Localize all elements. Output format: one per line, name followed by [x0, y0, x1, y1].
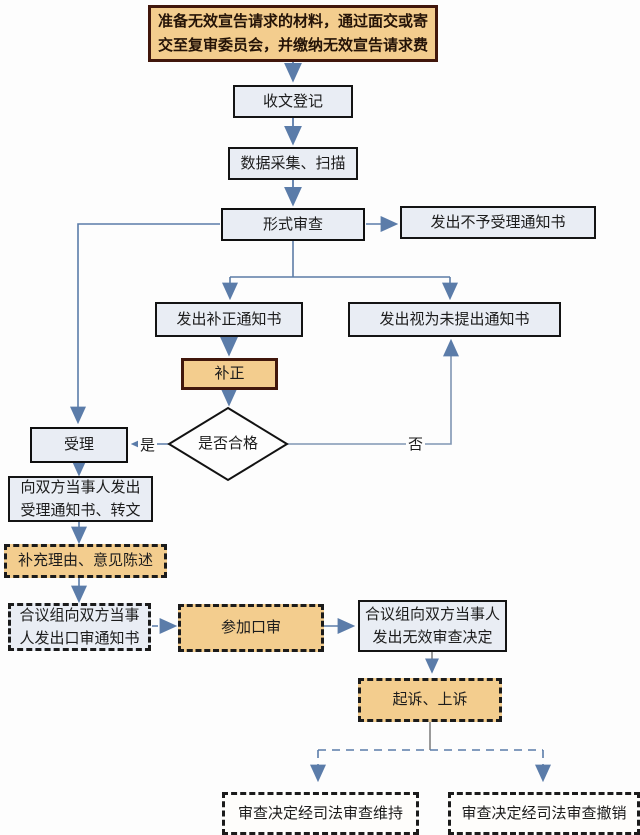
node-notify-parties: 向双方当事人发出 受理通知书、转文 — [8, 476, 153, 522]
node-oral-hearing-notice: 合议组向双方当事 人发出口审通知书 — [8, 603, 151, 651]
node-decision-revoked: 审查决定经司法审查撤销 — [448, 792, 640, 835]
node-sue-appeal: 起诉、上诉 — [358, 678, 502, 722]
node-data-collect-scan: 数据采集、扫描 — [228, 147, 358, 180]
node-correction: 补正 — [181, 358, 278, 390]
node-attend-oral-hearing: 参加口审 — [178, 604, 324, 652]
edge-label-yes: 是 — [138, 434, 158, 455]
node-formal-examination: 形式审查 — [221, 208, 365, 241]
edge-label-no: 否 — [406, 433, 426, 454]
node-correction-notice: 发出补正通知书 — [155, 302, 303, 337]
node-supplement-reasons: 补充理由、意见陈述 — [4, 544, 167, 578]
node-receive-register: 收文登记 — [233, 85, 353, 118]
node-prepare-materials: 准备无效宣告请求的材料，通过面交或寄 交至复审委员会，并缴纳无效宣告请求费 — [148, 5, 438, 62]
node-invalidation-decision: 合议组向双方当事人 发出无效审查决定 — [358, 600, 507, 652]
node-reject-notice: 发出不予受理通知书 — [400, 206, 596, 239]
node-accept: 受理 — [30, 427, 128, 463]
node-deemed-not-filed-notice: 发出视为未提出通知书 — [348, 302, 561, 337]
node-qualified-label: 是否合格 — [197, 434, 258, 453]
node-decision-maintained: 审查决定经司法审查维持 — [222, 792, 419, 835]
decision-diamond — [167, 406, 289, 482]
